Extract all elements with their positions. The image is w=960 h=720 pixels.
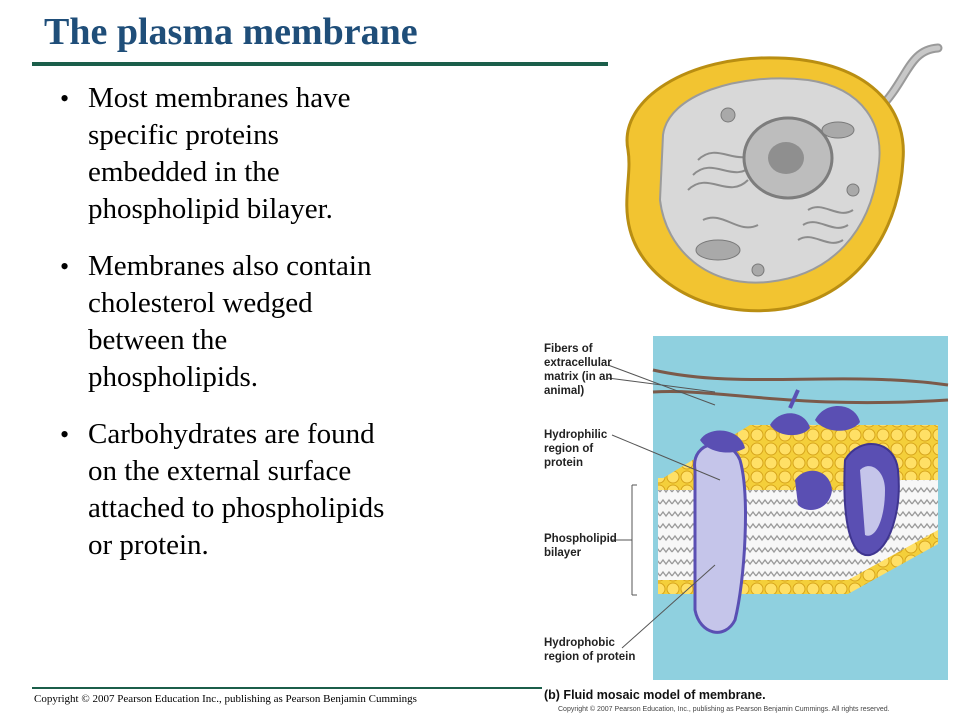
bullet-dot: • bbox=[60, 84, 70, 113]
bullet-dot: • bbox=[60, 420, 70, 449]
label-hydrophobic-region: Hydrophobic region of protein bbox=[544, 637, 636, 663]
bullet-text: Most membranes have specific proteins em… bbox=[88, 82, 351, 225]
fluid-mosaic-figure: Fibers of extracellular matrix (in an an… bbox=[540, 330, 950, 720]
figure-caption: (b) Fluid mosaic model of membrane. bbox=[544, 688, 766, 702]
membrane-diagram bbox=[607, 336, 949, 680]
slide-title: The plasma membrane bbox=[44, 11, 418, 53]
label-fibers-extracellular-matrix: Fibers of extracellular matrix (in an an… bbox=[544, 343, 613, 397]
label-hydrophilic-region: Hydrophilic region of protein bbox=[544, 429, 608, 469]
title-divider bbox=[32, 62, 608, 66]
label-phospholipid-bilayer: Phospholipid bilayer bbox=[544, 533, 617, 559]
bullet-item: • Most membranes have specific proteins … bbox=[48, 80, 468, 228]
footer-divider bbox=[32, 687, 542, 689]
bullet-item: • Membranes also contain cholesterol wed… bbox=[48, 248, 468, 396]
animal-cell-illustration bbox=[625, 43, 943, 313]
bullet-text: Carbohydrates are found on the external … bbox=[88, 418, 385, 561]
bullet-list: • Most membranes have specific proteins … bbox=[48, 80, 468, 584]
bullet-dot: • bbox=[60, 252, 70, 281]
bullet-text: Membranes also contain cholesterol wedge… bbox=[88, 250, 372, 393]
copyright-notice: Copyright © 2007 Pearson Education Inc.,… bbox=[34, 693, 417, 705]
bullet-item: • Carbohydrates are found on the externa… bbox=[48, 416, 468, 564]
figure-copyright: Copyright © 2007 Pearson Education, Inc.… bbox=[558, 706, 890, 713]
